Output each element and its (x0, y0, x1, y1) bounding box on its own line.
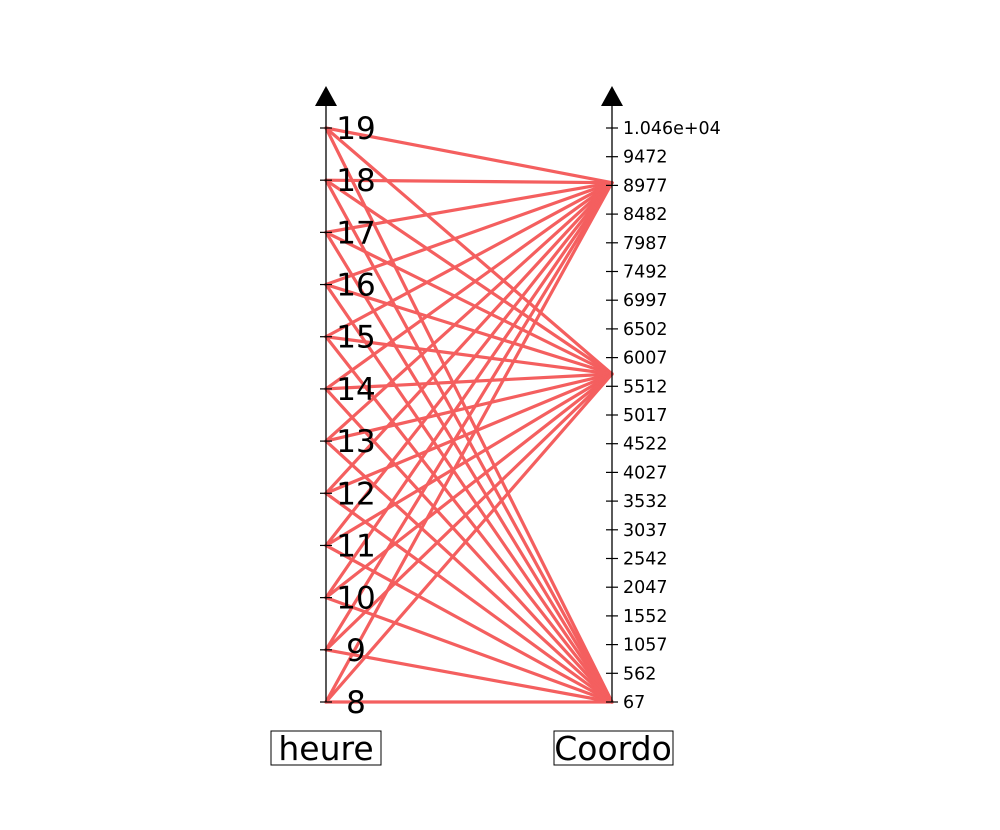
coordo-tick-label: 7492 (623, 263, 668, 283)
coordo-tick-label: 562 (623, 664, 656, 684)
coordo-tick-label: 4522 (623, 435, 668, 455)
coordo-tick-label: 2047 (623, 578, 668, 598)
heure-axis: 8 9 10 11 12 13 14 15 16 17 18 19 heure (270, 86, 382, 768)
heure-ticks: 8 9 10 11 12 13 14 15 16 17 18 19 (320, 111, 376, 721)
data-line (324, 648, 614, 704)
data-line (324, 126, 614, 376)
coordo-tick-label: 9472 (623, 148, 668, 168)
heure-axis-label: heure (278, 729, 373, 768)
data-lines (324, 126, 614, 704)
data-line (324, 372, 614, 391)
data-line (324, 282, 614, 376)
data-line (324, 372, 614, 548)
data-line (324, 181, 614, 548)
heure-tick-label: 14 (336, 372, 375, 408)
heure-tick-label: 12 (336, 476, 375, 512)
heure-tick-label: 9 (346, 633, 366, 669)
data-line (324, 181, 614, 600)
coordo-tick-label: 8977 (623, 176, 668, 196)
coordo-axis: 67 562 1057 1552 2047 2542 3037 3532 4027 4522 501… (553, 86, 721, 768)
data-line (324, 181, 614, 339)
coordo-tick-label: 6007 (623, 349, 668, 369)
data-line (324, 372, 614, 495)
coordo-axis-label-box (553, 730, 674, 766)
heure-tick-label: 11 (336, 528, 375, 564)
data-line (324, 335, 614, 376)
coordo-tick-label: 3037 (623, 521, 668, 541)
coordo-tick-label: 6502 (623, 320, 668, 340)
coordo-tick-label: 2542 (623, 550, 668, 570)
data-line (324, 372, 614, 600)
coordo-ticks: 67 562 1057 1552 2047 2542 3037 3532 4027 4522 501… (606, 119, 721, 713)
heure-tick-label: 17 (336, 215, 375, 251)
data-line (324, 126, 614, 185)
coordo-axis-label: Coordo (554, 729, 672, 768)
coordo-tick-label: 8482 (623, 205, 668, 225)
coordo-tick-label: 4027 (623, 463, 668, 483)
data-line (324, 181, 614, 443)
data-line (324, 181, 614, 287)
coordo-tick-label: 1.046e+04 (623, 119, 721, 139)
coordo-tick-label: 6997 (623, 291, 668, 311)
coordo-tick-label: 3532 (623, 492, 668, 512)
data-line (324, 230, 614, 376)
coordo-tick-label: 7987 (623, 234, 668, 254)
heure-tick-label: 8 (346, 685, 366, 721)
heure-axis-arrow-icon (315, 86, 337, 106)
heure-tick-label: 18 (336, 163, 375, 199)
heure-tick-label: 16 (336, 268, 375, 304)
coordo-tick-label: 5017 (623, 406, 668, 426)
data-line (324, 178, 614, 376)
heure-tick-label: 13 (336, 424, 375, 460)
coordo-tick-label: 1057 (623, 636, 668, 656)
data-line (324, 372, 614, 652)
data-line (324, 181, 614, 495)
data-line (324, 181, 614, 704)
data-line (324, 181, 614, 234)
coordo-tick-label: 5512 (623, 377, 668, 397)
heure-tick-label: 10 (336, 581, 375, 617)
data-line (324, 372, 614, 704)
coordo-tick-label: 67 (623, 693, 645, 713)
data-line (324, 372, 614, 443)
coordo-axis-arrow-icon (601, 86, 623, 106)
heure-axis-label-box (270, 730, 382, 766)
coordo-tick-label: 1552 (623, 607, 668, 627)
data-line (324, 178, 614, 185)
data-line (324, 181, 614, 652)
heure-tick-label: 15 (336, 320, 375, 356)
heure-tick-label: 19 (336, 111, 375, 147)
data-line (324, 181, 614, 391)
